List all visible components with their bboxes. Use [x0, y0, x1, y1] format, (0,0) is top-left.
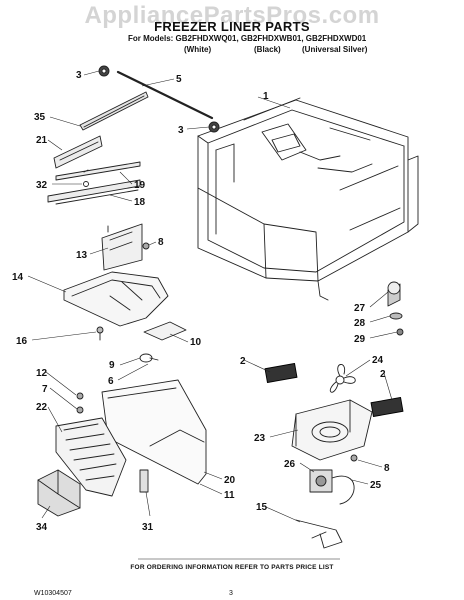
variant-white: (White) — [184, 45, 212, 54]
callout-29: 29 — [354, 334, 366, 345]
light-bulb-drawing — [139, 353, 159, 363]
foam-pad-drawing — [143, 321, 187, 341]
lower-panel-drawing — [101, 379, 207, 493]
leader-lines — [27, 70, 398, 523]
damper-parts-drawing — [387, 281, 404, 336]
freezer-liner-drawing — [197, 97, 419, 301]
callout-26: 26 — [284, 459, 296, 470]
page-number: 3 — [229, 590, 233, 597]
callout-34: 34 — [36, 522, 48, 533]
callout-25: 25 — [370, 480, 382, 491]
callout-3-top: 3 — [76, 70, 82, 81]
callout-15: 15 — [256, 502, 268, 513]
callout-11: 11 — [224, 490, 235, 501]
callout-2-left: 2 — [240, 356, 246, 367]
callout-23: 23 — [254, 433, 266, 444]
callout-12: 12 — [36, 368, 48, 379]
callout-labels: 1 2 2 3 3 5 6 7 8 8 9 10 11 12 13 14 15 … — [12, 70, 390, 533]
callout-2-right: 2 — [380, 369, 386, 380]
callout-14: 14 — [12, 272, 24, 283]
cover-drawing — [37, 469, 81, 517]
screw-drawing — [96, 326, 104, 341]
fan-motor-drawing — [309, 454, 358, 505]
callout-6: 6 — [108, 376, 114, 387]
variant-black: (Black) — [254, 45, 281, 54]
callout-8-lower: 8 — [384, 463, 390, 474]
shelf-rail-drawing — [79, 91, 149, 131]
slide-rails-drawing — [47, 135, 141, 205]
callout-13: 13 — [76, 250, 88, 261]
fan-housing-drawing — [291, 399, 373, 461]
callout-31: 31 — [142, 522, 154, 533]
callout-32: 32 — [36, 180, 48, 191]
variant-universal-silver: (Universal Silver) — [302, 45, 368, 54]
watermark: AppliancePartsPros.com — [84, 2, 380, 29]
vent-grille-drawing — [55, 417, 127, 497]
screw-8-drawing — [142, 242, 150, 250]
bracket-drawing — [101, 223, 143, 271]
callout-9: 9 — [109, 360, 115, 371]
callout-24: 24 — [372, 355, 384, 366]
document-number: W10304507 — [34, 590, 72, 597]
callout-20: 20 — [224, 475, 236, 486]
foam-tape-left — [264, 363, 298, 383]
callout-7: 7 — [42, 384, 48, 395]
page-title: FREEZER LINER PARTS — [154, 19, 310, 34]
fan-blade-drawing — [329, 364, 356, 393]
callout-10: 10 — [190, 337, 202, 348]
rod-and-gear-drawing — [98, 65, 220, 133]
foam-tape-right — [370, 397, 404, 417]
callout-1: 1 — [263, 91, 269, 102]
ordering-note: FOR ORDERING INFORMATION REFER TO PARTS … — [130, 564, 334, 571]
callout-5: 5 — [176, 74, 182, 85]
callout-8-upper: 8 — [158, 237, 164, 248]
callout-35: 35 — [34, 112, 46, 123]
callout-18: 18 — [134, 197, 146, 208]
motor-bracket-drawing — [295, 519, 343, 549]
small-screws-drawing — [76, 392, 84, 414]
callout-27: 27 — [354, 303, 366, 314]
callout-3-mid: 3 — [178, 125, 184, 136]
shelf-tray-drawing — [63, 271, 169, 327]
callout-28: 28 — [354, 318, 366, 329]
callout-22: 22 — [36, 402, 48, 413]
callout-21: 21 — [36, 135, 48, 146]
callout-16: 16 — [16, 336, 28, 347]
callout-19: 19 — [134, 180, 146, 191]
model-list: For Models: GB2FHDXWQ01, GB2FHDXWB01, GB… — [128, 34, 367, 43]
